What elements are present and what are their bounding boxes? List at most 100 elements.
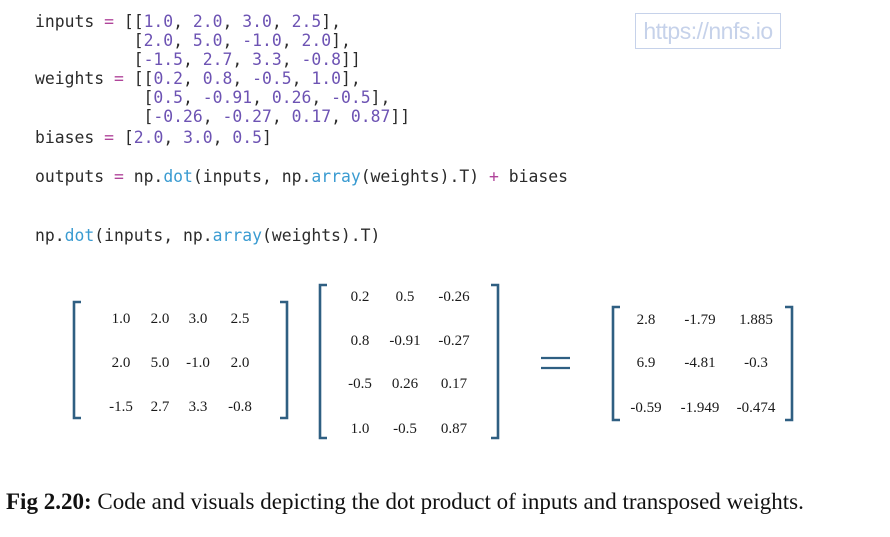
code-token: -0.8 xyxy=(301,50,341,69)
code-token: = xyxy=(104,128,114,147)
code-token: (weights).T) xyxy=(261,226,381,245)
weights-matrix-cell: -0.5 xyxy=(393,421,417,437)
code-token: outputs xyxy=(35,167,114,186)
code-token: [ xyxy=(35,31,144,50)
code-token: -0.91 xyxy=(202,88,253,107)
code-token: , xyxy=(232,69,253,88)
code-token: , xyxy=(183,69,203,88)
code-token: 3.0 xyxy=(183,128,213,147)
code-token: ]] xyxy=(341,50,361,69)
code-token: , xyxy=(183,50,203,69)
code-token: , xyxy=(173,31,193,50)
code-token: , xyxy=(311,88,332,107)
code-token: 1.0 xyxy=(143,12,174,31)
code-token: -0.5 xyxy=(331,88,371,107)
code-token: biases xyxy=(35,128,105,147)
code-token: 0.5 xyxy=(153,88,184,107)
code-token: (weights).T) xyxy=(360,167,489,186)
inputs-matrix-cell: -0.8 xyxy=(228,399,252,415)
inputs-matrix-cell: 2.0 xyxy=(112,355,131,371)
weights-matrix-cell: 0.87 xyxy=(441,421,468,437)
code-token: np. xyxy=(35,226,65,245)
code-line: weights = [[0.2, 0.8, -0.5, 1.0], xyxy=(35,69,361,89)
code-token: -1.5 xyxy=(143,50,184,69)
result-matrix-cell: -0.3 xyxy=(744,355,768,371)
code-token: 0.2 xyxy=(153,69,184,88)
code-token: -0.5 xyxy=(252,69,292,88)
inputs-matrix-brackets xyxy=(72,300,289,420)
watermark: https://nnfs.io xyxy=(635,13,781,49)
result-matrix-cell: -4.81 xyxy=(684,355,715,371)
code-line: [-1.5, 2.7, 3.3, -0.8]] xyxy=(35,50,361,70)
code-token: ], xyxy=(341,69,361,88)
weights-matrix-cell: 0.26 xyxy=(392,376,419,392)
caption-label: Fig 2.20: xyxy=(6,489,92,514)
weights-matrix-brackets xyxy=(318,283,500,440)
code-token: ], xyxy=(321,12,341,31)
code-token: 2.0 xyxy=(133,128,164,147)
inputs-matrix-cell: 1.0 xyxy=(112,311,131,327)
inputs-matrix-cell: 2.0 xyxy=(151,311,170,327)
result-matrix-cell: 2.8 xyxy=(637,312,656,328)
code-token: [ xyxy=(35,50,144,69)
code-token: , xyxy=(163,128,184,147)
weights-matrix-cell: -0.5 xyxy=(348,376,372,392)
code-token: array xyxy=(311,167,361,186)
code-token: ] xyxy=(262,128,272,147)
code-token: [ xyxy=(113,128,134,147)
code-token: -0.27 xyxy=(222,107,272,126)
inputs-matrix-cell: -1.0 xyxy=(186,355,210,371)
code-token: np. xyxy=(123,167,164,186)
code-token: 2.0 xyxy=(143,31,174,50)
code-token: dot xyxy=(163,167,193,186)
code-token: dot xyxy=(64,226,95,245)
weights-matrix-cell: -0.91 xyxy=(389,333,420,349)
code-token: weights xyxy=(35,69,114,88)
code-token: -1.0 xyxy=(242,31,282,50)
code-token: (inputs, np. xyxy=(192,167,312,186)
code-token: 2.5 xyxy=(291,12,322,31)
inputs-matrix-cell: 2.5 xyxy=(231,311,250,327)
code-token: biases xyxy=(498,167,568,186)
code-token: 0.87 xyxy=(350,107,391,126)
code-token: , xyxy=(271,12,292,31)
code-line: outputs = np.dot(inputs, np.array(weight… xyxy=(35,167,568,187)
inputs-matrix-cell: 5.0 xyxy=(151,355,170,371)
inputs-matrix-cell: 2.7 xyxy=(151,399,170,415)
code-token: inputs xyxy=(35,12,105,31)
code-line: [-0.26, -0.27, 0.17, 0.87]] xyxy=(35,107,411,127)
code-token: , xyxy=(222,12,243,31)
code-line: [2.0, 5.0, -1.0, 2.0], xyxy=(35,31,351,51)
weights-matrix-cell: 0.8 xyxy=(351,333,370,349)
code-token: + xyxy=(488,167,499,186)
code-token: , xyxy=(291,69,312,88)
weights-matrix-cell: -0.27 xyxy=(438,333,470,349)
equals-sign xyxy=(541,356,570,370)
code-token: , xyxy=(232,50,253,69)
result-matrix-cell: -0.474 xyxy=(737,400,776,416)
code-token: , xyxy=(222,31,243,50)
code-token: , xyxy=(173,12,193,31)
code-token: array xyxy=(212,226,262,245)
code-token: 0.5 xyxy=(232,128,263,147)
code-token: -0.26 xyxy=(153,107,203,126)
result-matrix-cell: -0.59 xyxy=(630,400,661,416)
code-line: [0.5, -0.91, 0.26, -0.5], xyxy=(35,88,391,108)
code-token: , xyxy=(202,107,223,126)
inputs-matrix-cell: 3.0 xyxy=(189,311,208,327)
weights-matrix-cell: 1.0 xyxy=(351,421,370,437)
code-token: 0.8 xyxy=(202,69,233,88)
result-matrix-cell: -1.949 xyxy=(681,400,720,416)
code-token: 2.7 xyxy=(202,50,233,69)
result-matrix-cell: -1.79 xyxy=(684,312,715,328)
inputs-matrix-cell: 3.3 xyxy=(189,399,208,415)
code-token: ], xyxy=(331,31,351,50)
code-token: ], xyxy=(370,88,391,107)
code-token: , xyxy=(271,107,292,126)
code-token: , xyxy=(183,88,203,107)
code-token: 3.0 xyxy=(242,12,272,31)
code-token: 3.3 xyxy=(252,50,282,69)
code-token: 5.0 xyxy=(192,31,223,50)
code-token: [ xyxy=(35,88,154,107)
